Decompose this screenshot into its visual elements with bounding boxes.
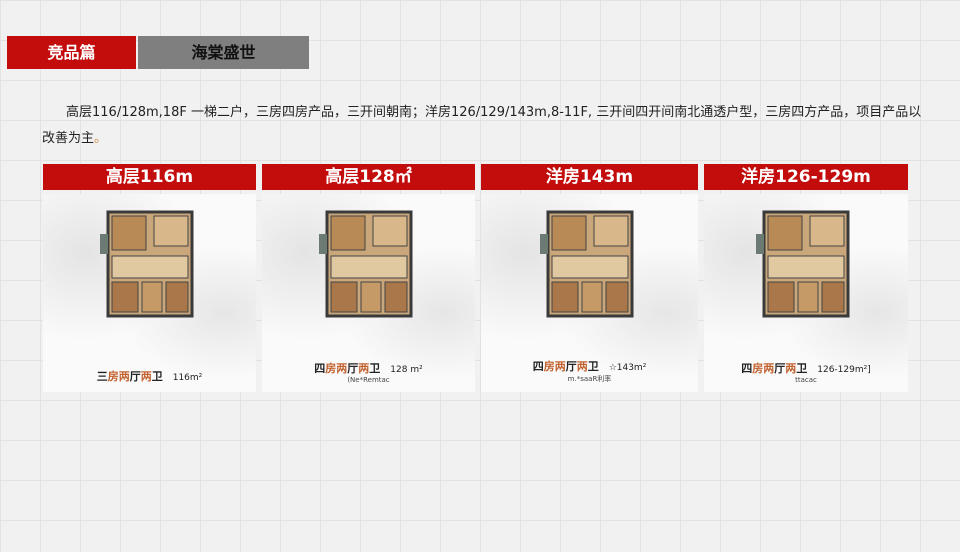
caption-char: 卫 xyxy=(151,370,163,383)
floorplan-drawing xyxy=(756,210,850,318)
caption-char: 厅 xyxy=(565,360,577,373)
caption-char: 两 xyxy=(576,360,588,373)
description-end: 。 xyxy=(94,131,108,146)
caption-char: 两 xyxy=(140,370,152,383)
card-title: 洋房126-129m xyxy=(704,164,908,190)
caption-char: 卫 xyxy=(796,362,808,375)
floorplan-drawing xyxy=(539,210,633,318)
description-text: 高层116/128m,18F 一梯二户，三房四房产品，三开间朝南；洋房126/1… xyxy=(42,105,922,146)
area-label: 116m² xyxy=(172,373,203,383)
card-title: 高层128㎡ xyxy=(262,164,475,190)
caption-char: 四 xyxy=(532,360,544,373)
caption-char: 两 xyxy=(554,360,566,373)
floorplan-drawing xyxy=(99,210,193,318)
floorplan-drawing xyxy=(318,210,412,318)
caption-char: 房 xyxy=(543,360,555,373)
caption-char: 房 xyxy=(107,370,119,383)
area-label: 126-129m²] xyxy=(817,365,871,375)
area-label: 128 m² xyxy=(390,365,423,375)
area-sub: (Ne*Remtac xyxy=(347,376,390,384)
caption-char: 房 xyxy=(325,362,337,375)
description: 高层116/128m,18F 一梯二户，三房四房产品，三开间朝南；洋房126/1… xyxy=(42,100,922,152)
caption-char: 两 xyxy=(785,362,797,375)
caption-char: 厅 xyxy=(129,370,141,383)
caption-char: 卫 xyxy=(369,362,381,375)
caption-char: 两 xyxy=(358,362,370,375)
card-title: 高层116m xyxy=(43,164,256,190)
caption-char: 两 xyxy=(763,362,775,375)
caption-char: 三 xyxy=(96,370,108,383)
project-tab: 海棠盛世 xyxy=(138,36,309,69)
caption-char: 两 xyxy=(118,370,130,383)
card-title: 洋房143m xyxy=(481,164,698,190)
caption-char: 厅 xyxy=(347,362,359,375)
area-sub: ttacac xyxy=(795,376,817,384)
caption-char: 房 xyxy=(752,362,764,375)
area-label: ☆143m² xyxy=(608,363,647,373)
caption-char: 四 xyxy=(314,362,326,375)
caption-char: 卫 xyxy=(587,360,599,373)
caption-char: 两 xyxy=(336,362,348,375)
caption-char: 厅 xyxy=(774,362,786,375)
caption-char: 四 xyxy=(741,362,753,375)
area-sub: m.*saaR利率 xyxy=(567,375,612,383)
section-tab: 竞品篇 xyxy=(7,36,136,69)
